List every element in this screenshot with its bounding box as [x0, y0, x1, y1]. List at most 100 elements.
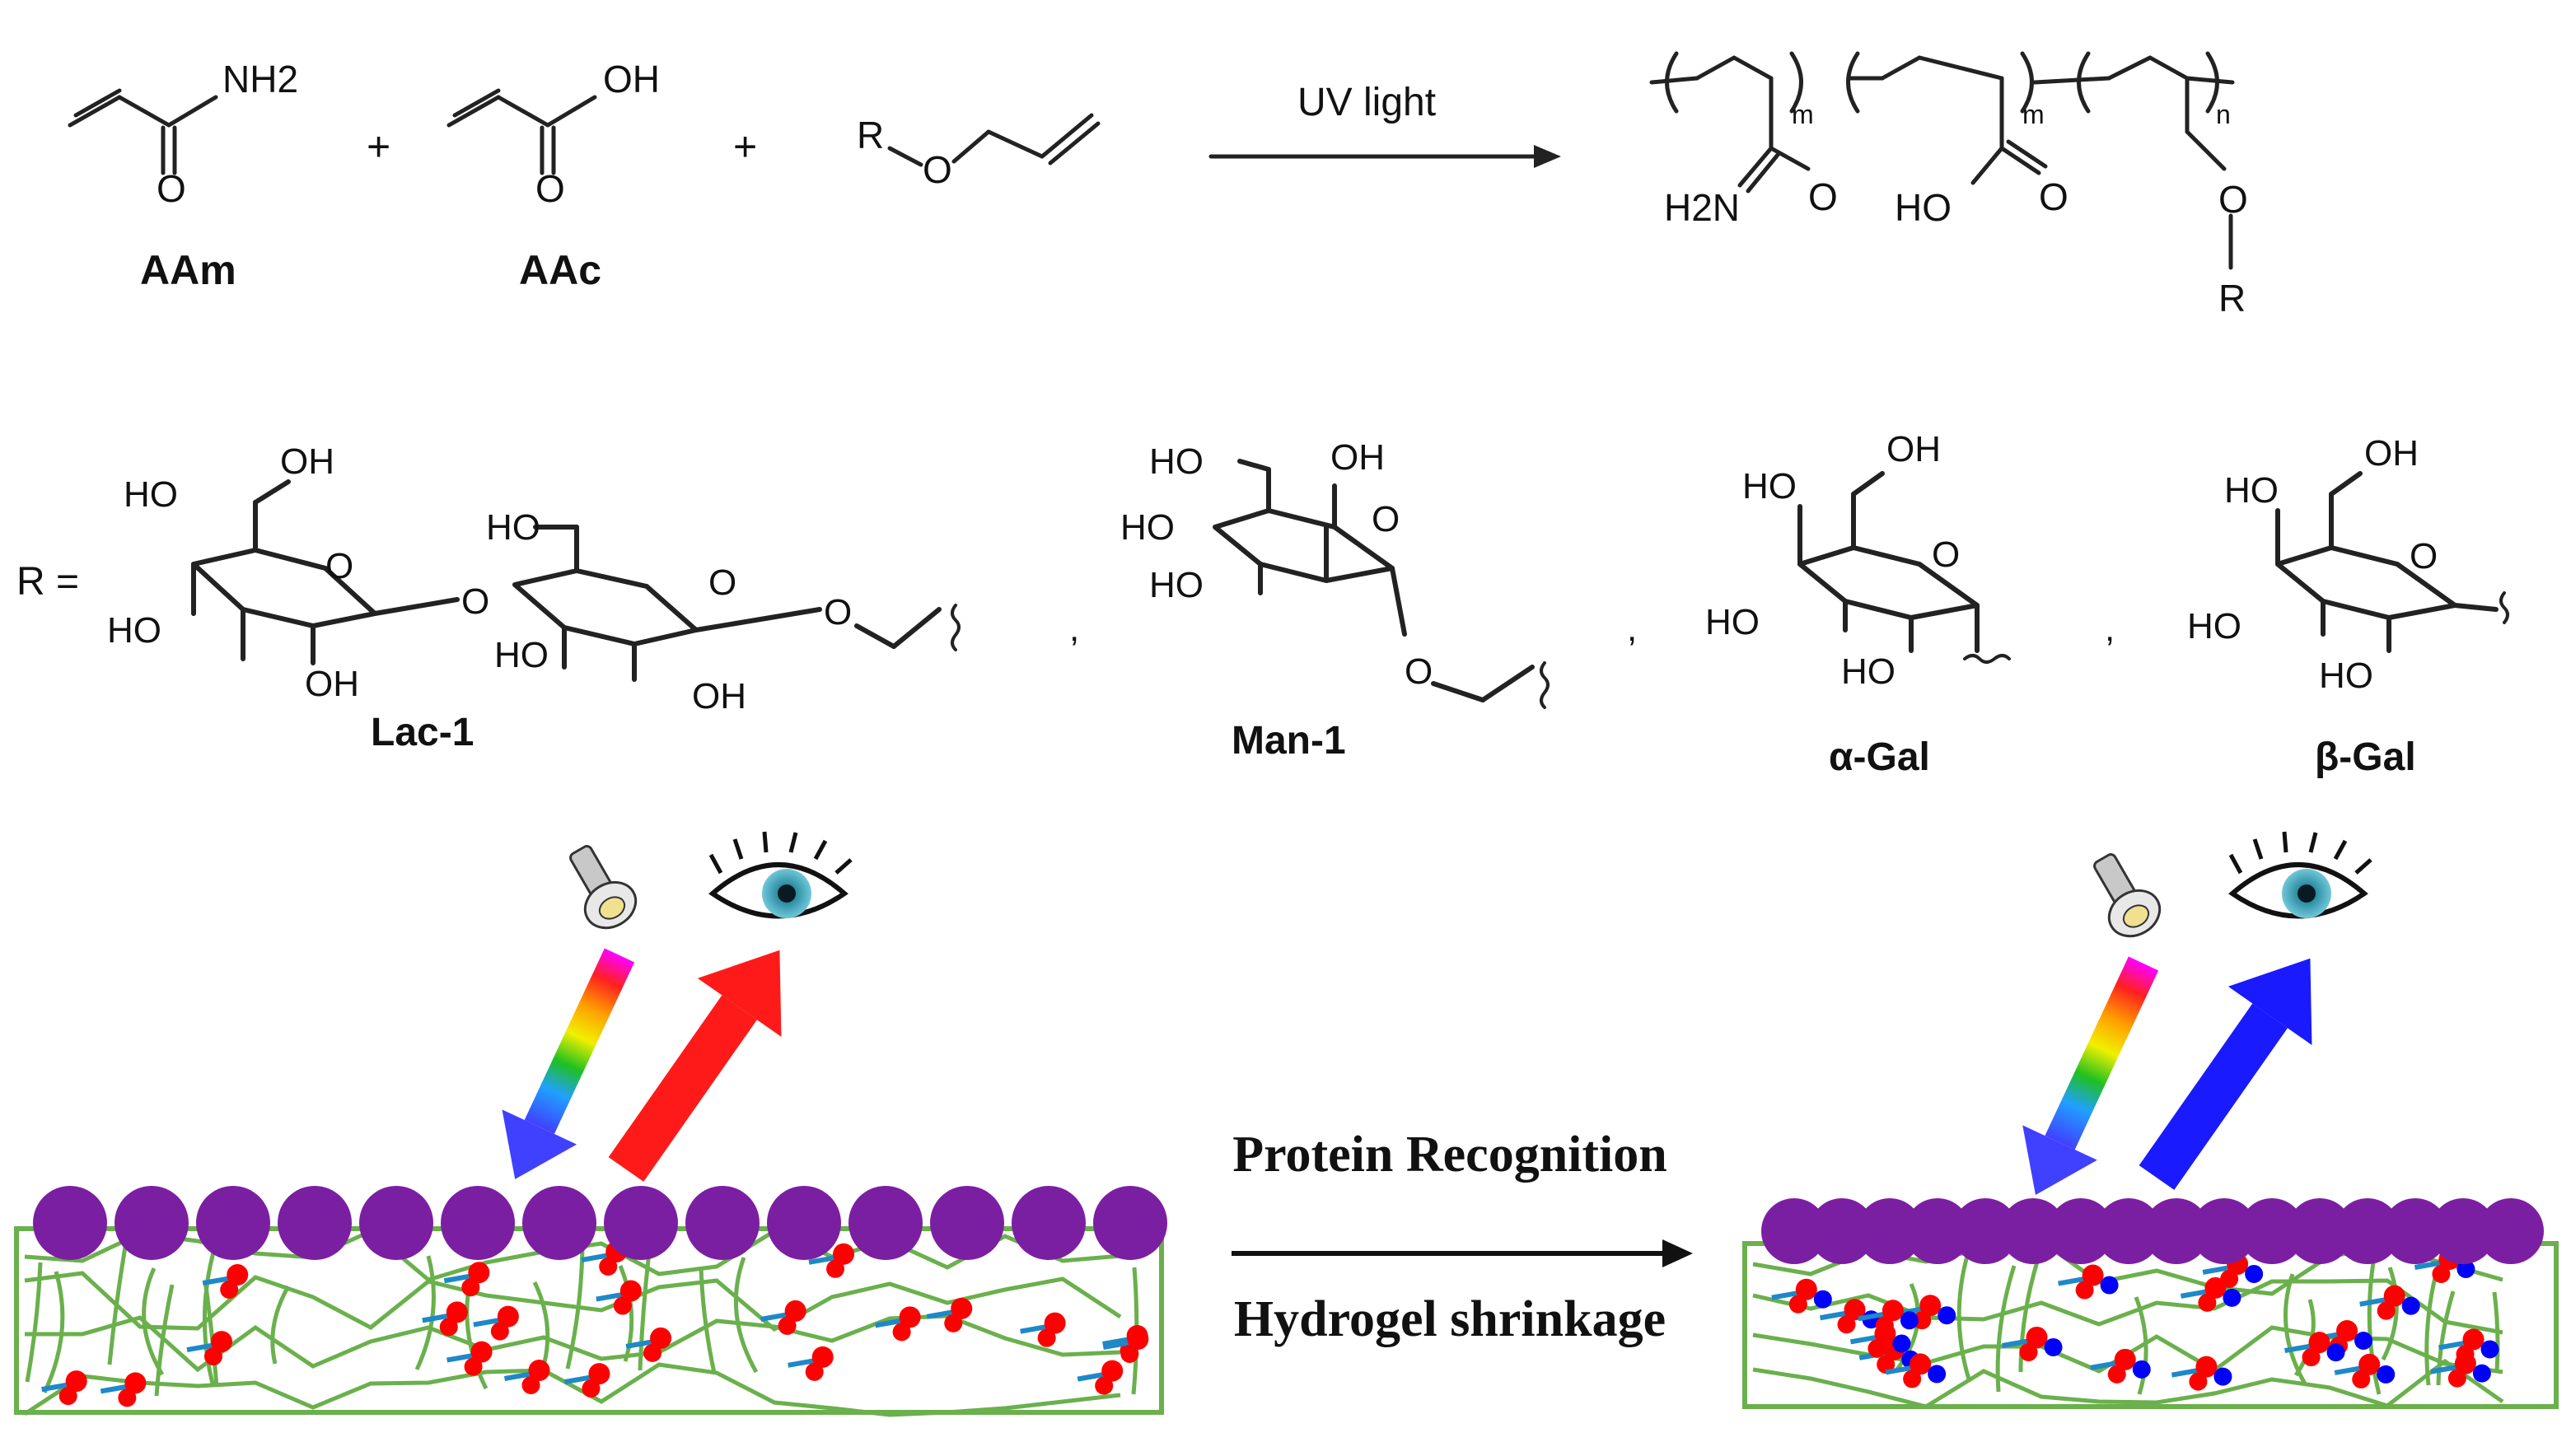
- crystal-sphere: [359, 1186, 433, 1260]
- allyl-ether-structure: [887, 113, 1101, 167]
- sugar-dot: [619, 1280, 642, 1302]
- crystal-sphere: [2096, 1198, 2162, 1264]
- lac1-structure: [191, 479, 961, 682]
- man1-label-1: OH: [1330, 437, 1385, 478]
- network-crosslink: [2424, 1276, 2438, 1386]
- crystal-sphere: [33, 1186, 107, 1260]
- linker-mark: [2430, 1364, 2460, 1374]
- network-strand: [23, 1362, 1121, 1417]
- sugar-dot: [65, 1370, 87, 1393]
- reaction-row: [68, 51, 2235, 270]
- linker-mark: [1858, 1311, 1887, 1322]
- network-crosslink: [107, 1246, 128, 1365]
- allyl-r-label: R: [857, 114, 884, 156]
- sugar-dot: [1877, 1355, 1896, 1374]
- sugar-dot: [2447, 1369, 2466, 1388]
- linker-mark: [473, 1317, 503, 1328]
- bgal-label-1: OH: [2364, 433, 2419, 474]
- sugar-dot: [2204, 1276, 2227, 1299]
- flashlight-icon: [569, 845, 638, 930]
- sugar-dot: [470, 1341, 493, 1363]
- sugar-dot: [892, 1323, 911, 1342]
- crystal-sphere: [522, 1186, 596, 1260]
- lac1-label-0: HO: [124, 474, 178, 515]
- crystal-sphere: [196, 1186, 270, 1260]
- agal-label-1: OH: [1886, 429, 1941, 469]
- linker-mark: [1771, 1290, 1801, 1300]
- crystal-sphere: [2382, 1198, 2448, 1264]
- linker-mark: [581, 1253, 610, 1262]
- crystal-sphere: [2143, 1198, 2209, 1264]
- photonic-crystal-before: [33, 1186, 1167, 1260]
- linker-mark: [1885, 1365, 1914, 1375]
- linker-mark: [1077, 1371, 1106, 1382]
- crystal-sphere: [2191, 1198, 2257, 1264]
- hydrogel-before-sugars: [41, 1240, 1149, 1407]
- network-crosslink: [414, 1255, 436, 1371]
- sugar-dot: [1882, 1300, 1904, 1322]
- linker-mark: [596, 1291, 625, 1302]
- network-strand: [24, 1271, 1122, 1332]
- aam-carbonyl-o: O: [157, 167, 186, 210]
- sugar-dot: [464, 1357, 483, 1376]
- man1-label-3: O: [1372, 499, 1400, 539]
- protein-recognition-label: Protein Recognition: [1232, 1127, 1667, 1183]
- network-crosslink: [1995, 1265, 2017, 1393]
- agal-label-0: HO: [1742, 466, 1797, 506]
- sugar-dot: [2352, 1370, 2371, 1388]
- sugar-dot: [1844, 1299, 1866, 1321]
- product-ether-o: O: [2218, 178, 2248, 221]
- network-strand: [1752, 1358, 2504, 1409]
- lac1-label-6: HO: [486, 507, 540, 548]
- sugar-dot: [468, 1262, 490, 1284]
- lac1-label-3: HO: [107, 610, 161, 651]
- crystal-sphere: [1809, 1198, 1875, 1264]
- reaction-labels: NH2 O AAm + OH O AAc + R O UV light m m …: [140, 58, 2248, 320]
- crystal-sphere: [441, 1186, 515, 1260]
- separator-2: ,: [1627, 609, 1637, 649]
- product-r-label: R: [2218, 277, 2246, 320]
- sugar-dot: [2377, 1301, 2396, 1320]
- sugar-dot: [588, 1363, 610, 1385]
- r-equals-label: R =: [16, 560, 79, 604]
- crystal-sphere: [1952, 1198, 2018, 1264]
- flashlight-icon: [2093, 853, 2162, 938]
- protein-dot: [2456, 1260, 2475, 1279]
- crystal-sphere: [2287, 1198, 2353, 1264]
- lac1-label-1: OH: [280, 441, 334, 482]
- man1-label-5: O: [1405, 651, 1433, 692]
- sugar-dot: [2308, 1332, 2330, 1354]
- crystal-sphere: [1093, 1186, 1167, 1260]
- linker-mark: [2090, 1360, 2120, 1370]
- protein-dot: [1938, 1306, 1956, 1325]
- sugar-dot: [227, 1264, 249, 1286]
- sugar-dot: [2336, 1320, 2358, 1342]
- crystal-sphere: [2000, 1198, 2066, 1264]
- sugar-dot: [582, 1379, 601, 1398]
- protein-dot: [2245, 1264, 2264, 1283]
- sugar-row: R = HO OH O HO OH O HO: [16, 429, 2509, 779]
- lac1-label-2: O: [325, 546, 353, 586]
- network-crosslink: [25, 1262, 43, 1383]
- linker-mark: [1020, 1323, 1049, 1334]
- eye-icon: [2228, 831, 2372, 919]
- network-crosslink: [638, 1244, 652, 1371]
- sugar-dot: [613, 1296, 632, 1315]
- sugar-dot: [1919, 1295, 1942, 1317]
- plus-1: +: [367, 124, 390, 170]
- eye-icon: [708, 831, 853, 919]
- linker-mark: [2438, 1340, 2468, 1351]
- process-arrow: [1232, 1239, 1693, 1267]
- agal-label-2: O: [1932, 534, 1960, 575]
- sugar-dot: [2383, 1285, 2405, 1307]
- bgal-label-2: O: [2410, 536, 2438, 576]
- sugar-dot: [643, 1343, 662, 1362]
- crystal-sphere: [848, 1186, 923, 1260]
- sugar-dot: [2195, 1356, 2218, 1378]
- crystal-sphere: [2430, 1198, 2496, 1264]
- man1-name: Man-1: [1232, 719, 1346, 763]
- protein-dot: [2044, 1337, 2063, 1356]
- linker-mark: [202, 1276, 231, 1286]
- linker-mark: [2284, 1343, 2314, 1354]
